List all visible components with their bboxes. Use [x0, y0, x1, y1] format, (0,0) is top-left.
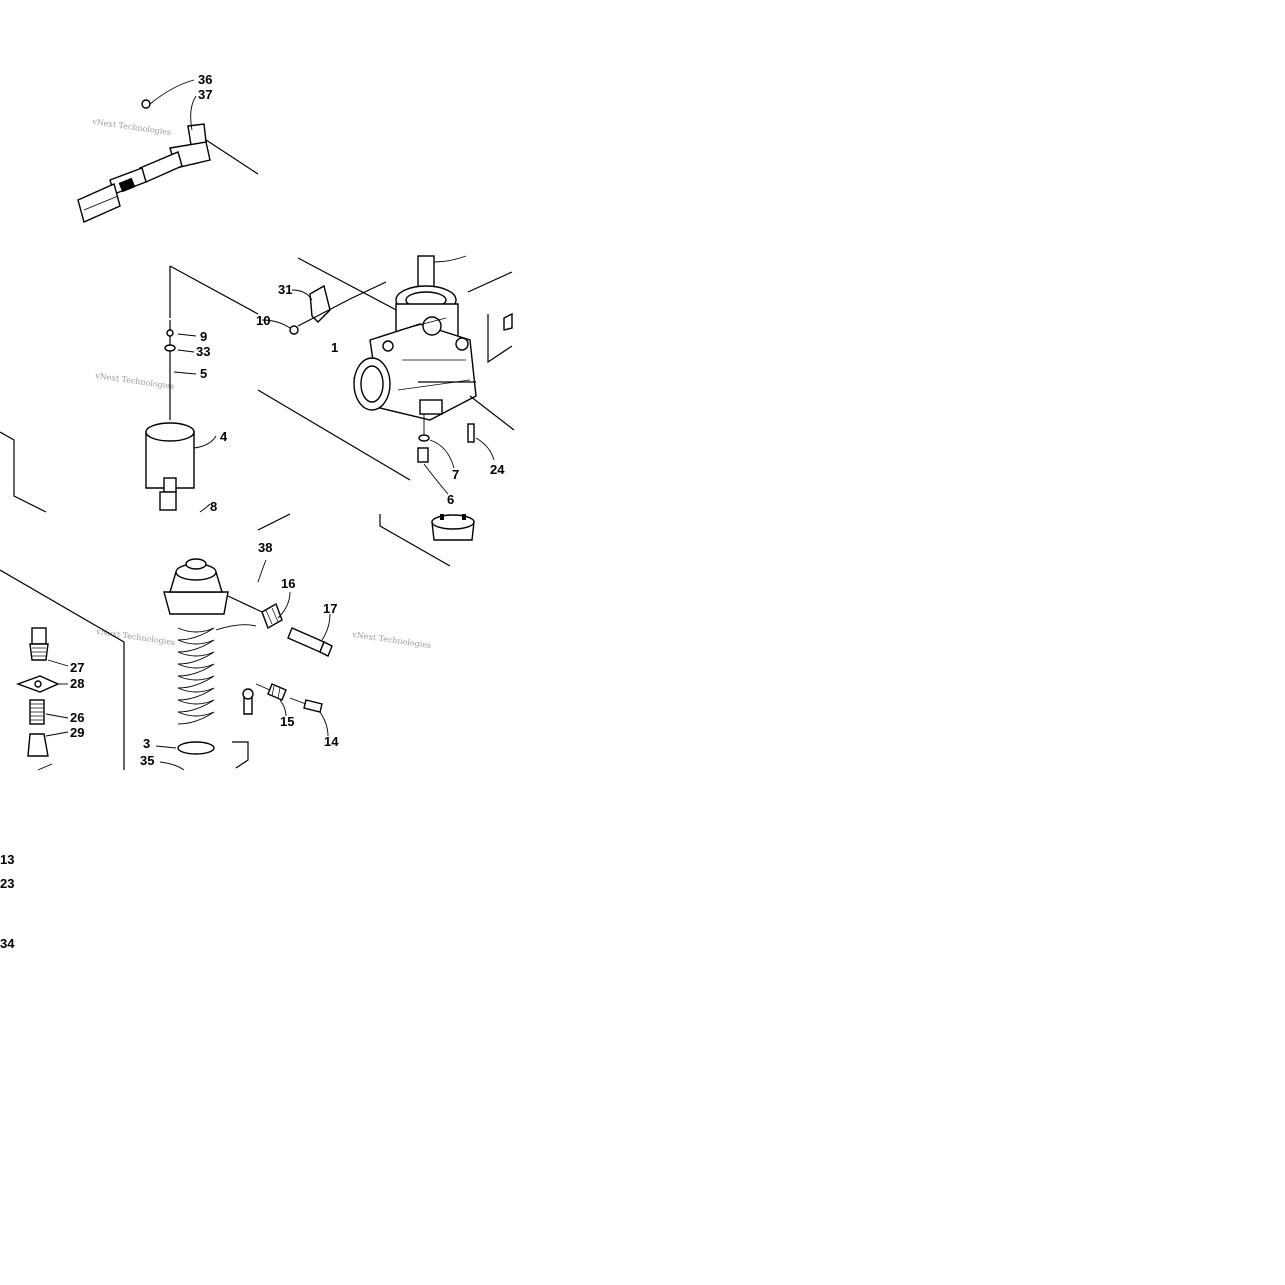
callout-33: 33 — [196, 344, 210, 359]
callout-14: 14 — [324, 734, 339, 749]
callout-36: 36 — [198, 72, 212, 87]
callout-24: 24 — [490, 462, 505, 477]
throttle-switch-assembly — [77, 79, 259, 223]
callout-3: 3 — [143, 736, 150, 751]
callout-28: 28 — [70, 676, 84, 691]
adjusting-screws — [242, 591, 333, 737]
jets-and-bowl — [417, 414, 495, 541]
callout-labels: 36 37 31 10 1 9 33 5 4 8 7 24 6 38 16 17… — [0, 72, 505, 951]
callout-38: 38 — [258, 540, 272, 555]
callout-37: 37 — [198, 87, 212, 102]
frame-lines — [0, 257, 513, 770]
callout-29: 29 — [70, 725, 84, 740]
watermark-2: vNext Technologies — [94, 371, 175, 391]
callout-4: 4 — [220, 429, 228, 444]
watermark-5: vNext Technologies — [351, 630, 432, 650]
float-valve-parts — [15, 627, 69, 771]
callout-15: 15 — [280, 714, 294, 729]
callout-5: 5 — [200, 366, 207, 381]
callout-31: 31 — [278, 282, 292, 297]
callout-1: 1 — [331, 340, 338, 355]
carburetor-body — [353, 255, 515, 431]
callout-9: 9 — [200, 329, 207, 344]
watermark-1: vNext Technologies — [91, 117, 172, 137]
needle-slide-assembly — [145, 320, 217, 513]
callout-26: 26 — [70, 710, 84, 725]
top-cap-spring — [155, 558, 267, 771]
watermark-4: vNext Technologies — [95, 627, 176, 647]
callout-23: 23 — [0, 876, 14, 891]
callout-7: 7 — [452, 467, 459, 482]
callout-35: 35 — [140, 753, 154, 768]
callout-6: 6 — [447, 492, 454, 507]
callout-16: 16 — [281, 576, 295, 591]
callout-34: 34 — [0, 936, 15, 951]
bracket-and-screw — [261, 281, 387, 335]
callout-8: 8 — [210, 499, 217, 514]
callout-13: 13 — [0, 852, 14, 867]
callout-27: 27 — [70, 660, 84, 675]
callout-17: 17 — [323, 601, 337, 616]
callout-10: 10 — [256, 313, 270, 328]
